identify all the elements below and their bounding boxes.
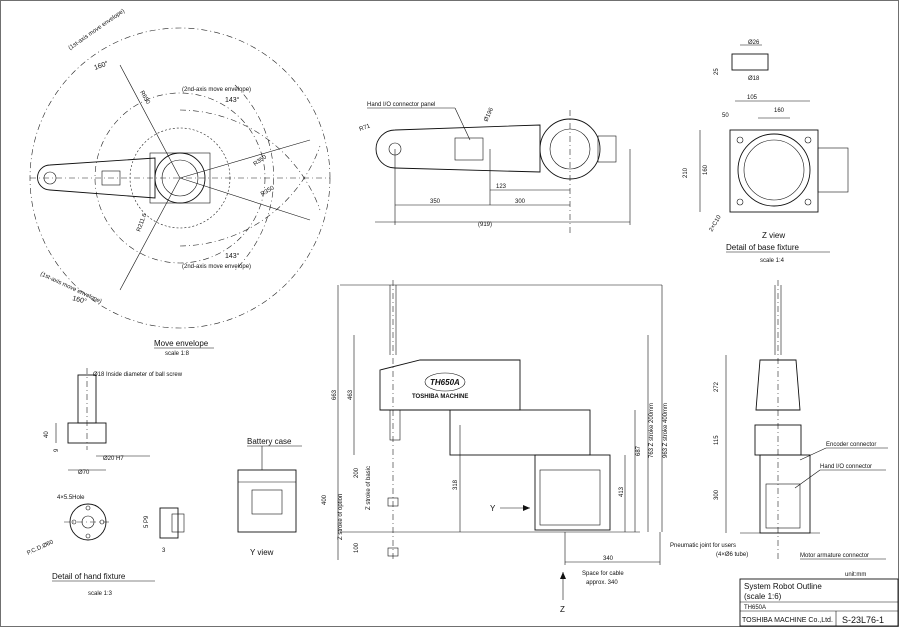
first-axis-top-label: (1st-axis move envelope)	[68, 8, 126, 51]
d18-note: Ø18 Inside diameter of ball screw	[93, 372, 183, 378]
battery-case-outline	[237, 469, 297, 533]
title-block-scale: (scale 1:6)	[744, 592, 782, 601]
z-view-scale: scale 1:4	[760, 258, 785, 264]
base-fixture-plate	[729, 129, 819, 213]
z-view-title: Z view	[762, 231, 785, 240]
dim-105: 105	[747, 95, 758, 101]
dim-413: 413	[619, 486, 625, 497]
second-axis-bottom-label: (2nd-axis move envelope)	[182, 264, 251, 270]
front-base	[534, 454, 611, 531]
dim-200: 200	[354, 467, 360, 478]
envelope-arm-outline	[37, 157, 156, 199]
dim-5p9: 5 P9	[144, 515, 150, 528]
title-block-title: System Robot Outline	[744, 582, 822, 591]
title-block-model: TH650A	[744, 605, 766, 611]
hand-io-connector-label: Hand I/O connector	[820, 464, 872, 470]
angle-143-top: 143°	[225, 96, 240, 104]
pneumatic-joint-label: Pneumatic joint for users	[670, 543, 736, 549]
z-view-subtitle: Detail of base fixture	[726, 243, 799, 252]
encoder-connector-label: Encoder connector	[826, 442, 876, 448]
robot-brand-label: TOSHIBA MACHINE	[412, 394, 468, 400]
dim-272: 272	[714, 381, 720, 392]
radius-350-label-b: R350	[260, 185, 276, 198]
holes-label: 4×5.5Hole	[57, 495, 85, 501]
battery-y-view: Battery case Y view	[237, 437, 302, 557]
angle-143-bottom: 143°	[225, 252, 240, 260]
title-block-company: TOSHIBA MACHINE Co.,Ltd.	[742, 617, 833, 624]
dim-963: 963 Z stroke 400mm	[663, 403, 669, 458]
battery-case-label: Battery case	[247, 437, 292, 446]
dim-300: 300	[515, 199, 526, 205]
dim-340: 340	[603, 556, 614, 562]
dim-3: 3	[162, 548, 166, 554]
z-view: Ø26 Ø18 25 105 50 160 210 160 2×C10 Z vi…	[683, 40, 849, 264]
dim-919: (919)	[478, 222, 492, 228]
radius-211-label: R211.6	[136, 212, 148, 232]
title-block: unit:mm System Robot Outline (scale 1:6)…	[739, 572, 899, 627]
dim-210: 210	[683, 167, 689, 178]
d26-label: Ø26	[748, 40, 760, 46]
y-arrow-label: Y	[490, 504, 496, 513]
d196-label: Ø196	[483, 106, 495, 122]
hand-fixture-title: Detail of hand fixture	[52, 572, 126, 581]
dim-318: 318	[453, 479, 459, 490]
dim-300: 300	[714, 489, 720, 500]
move-envelope-title: Move envelope	[154, 339, 209, 348]
dim-160-horizontal: 160	[774, 108, 785, 114]
y-view-label: Y view	[250, 548, 274, 557]
front-view: TH650A TOSHIBA MACHINE 663 463 400 Z str…	[322, 280, 669, 614]
dim-9: 9	[54, 448, 60, 452]
drawing-number: S-23L76-1	[842, 615, 884, 625]
front-arm-body	[379, 359, 521, 411]
second-axis-top-label: (2nd-axis move envelope)	[182, 87, 251, 93]
hand-flange-circle	[69, 503, 107, 541]
top-view-arm	[375, 124, 541, 173]
dim-350: 350	[430, 199, 441, 205]
angle-160-top: 160°	[93, 59, 110, 72]
dim-100: 100	[354, 542, 360, 553]
unit-label: unit:mm	[845, 572, 866, 578]
dim-687: 687	[636, 445, 642, 456]
side-view: 272 115 300 Encoder connector Hand I/O c…	[670, 280, 888, 560]
option-stroke-label: Z stroke of option	[338, 494, 344, 540]
dim-663: 663	[332, 389, 338, 400]
basic-stroke-label: Z stroke of basic	[366, 466, 372, 510]
side-arm-body	[755, 359, 801, 411]
motor-connector-label: Motor armature connector	[800, 553, 869, 559]
hand-fixture-scale: scale 1:3	[88, 591, 113, 597]
d18-label: Ø18	[748, 76, 760, 82]
d20-label: Ø20 H7	[103, 456, 124, 462]
dim-763: 763 Z stroke 200mm	[649, 403, 655, 458]
dim-115: 115	[714, 435, 720, 445]
pneumatic-size-label: (4×Ø6 tube)	[716, 552, 748, 558]
dim-50: 50	[722, 113, 729, 119]
dim-25: 25	[714, 68, 720, 75]
pcd-label: P.C.D.Ø60	[26, 539, 55, 557]
title-block-frame	[739, 578, 899, 627]
holes-2xc10: 2×C10	[709, 214, 723, 233]
move-envelope-view: (1st-axis move envelope) 160° (1st-axis …	[29, 8, 331, 357]
first-axis-bottom-label: (1st-axis move envelope)	[39, 271, 102, 305]
dim-40: 40	[44, 431, 50, 438]
cable-space-label: Space for cable	[582, 571, 624, 577]
hand-io-panel-label: Hand I/O connector panel	[367, 102, 435, 108]
side-base	[759, 454, 811, 534]
move-envelope-scale: scale 1:8	[165, 351, 190, 357]
dim-463: 463	[348, 389, 354, 400]
robot-model-badge: TH650A	[430, 378, 460, 387]
dim-160-vertical: 160	[703, 164, 709, 175]
z-arrow-label: Z	[560, 605, 565, 614]
top-view: Hand I/O connector panel R71 Ø196 123 35…	[359, 102, 631, 235]
hand-fixture-detail: Ø18 Inside diameter of ball screw 40 9 Ø…	[26, 368, 185, 597]
r71-label: R71	[359, 123, 372, 133]
d70-label: Ø70	[78, 470, 90, 476]
angle-160-bottom: 160°	[71, 294, 87, 306]
dim-400: 400	[322, 494, 328, 505]
cable-approx-label: approx. 340	[586, 580, 618, 586]
dim-123: 123	[496, 184, 507, 190]
